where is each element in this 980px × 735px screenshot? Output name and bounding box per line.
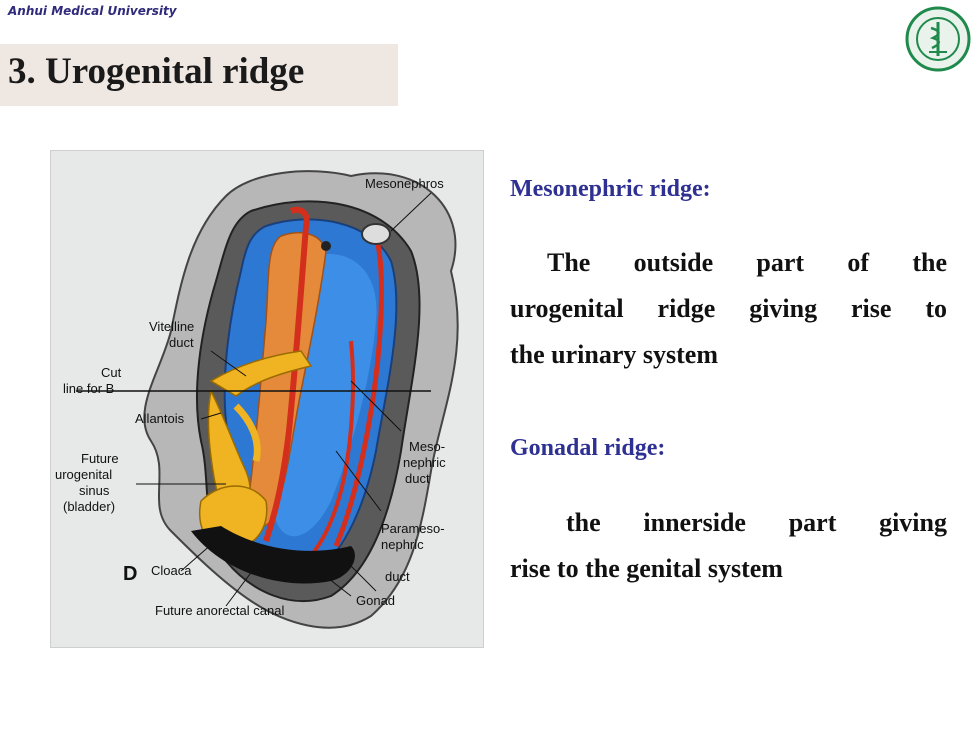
university-brand: Anhui Medical University: [8, 4, 177, 18]
gonadal-ridge-text: the innerside part giving rise to the ge…: [510, 500, 947, 592]
label-cut: Cut: [101, 365, 122, 380]
label-future: Future: [81, 451, 119, 466]
label-vitelline-duct: duct: [169, 335, 194, 350]
label-parameso: Parameso-: [381, 521, 445, 536]
label-sinus: sinus: [79, 483, 110, 498]
label-para-duct: duct: [385, 569, 410, 584]
label-gonad: Gonad: [356, 593, 396, 608]
slide-title: 3. Urogenital ridge: [8, 51, 305, 92]
gonadal-line-1: the innerside part giving: [566, 508, 947, 537]
mesonephric-ridge-heading: Mesonephric ridge:: [510, 176, 711, 202]
embryo-illustration: [76, 170, 459, 629]
mesonephric-line-2: urogenital ridge giving rise to: [510, 294, 947, 323]
label-vitelline: Vitelline: [149, 319, 195, 334]
label-para-nephric: nephric: [381, 537, 424, 552]
mesonephric-line-1: The outside part of the: [547, 248, 947, 277]
gonadal-line-2: rise to the genital system: [510, 554, 783, 583]
label-meso-nephric: nephric: [403, 455, 446, 470]
mesonephric-line-3: the urinary system: [510, 340, 718, 369]
label-bladder: (bladder): [63, 499, 116, 514]
label-urogenital: urogenital: [55, 467, 113, 482]
label-meso-duct: duct: [405, 471, 430, 486]
title-bar: [0, 44, 398, 106]
label-meso: Meso-: [409, 439, 446, 454]
panel-letter: D: [123, 563, 138, 585]
label-allantois: Allantois: [135, 411, 185, 426]
embryo-diagram: Mesonephros Vitelline duct Cut line for …: [50, 150, 484, 648]
university-seal-logo: [905, 6, 971, 72]
label-line-for-b: line for B: [63, 381, 115, 396]
label-mesonephros: Mesonephros: [365, 176, 444, 191]
gonadal-ridge-heading: Gonadal ridge:: [510, 435, 666, 461]
mesonephric-ridge-text: The outside part of the urogenital ridge…: [510, 240, 947, 378]
label-future-anorectal-canal: Future anorectal canal: [155, 603, 285, 618]
label-cloaca: Cloaca: [151, 563, 192, 578]
